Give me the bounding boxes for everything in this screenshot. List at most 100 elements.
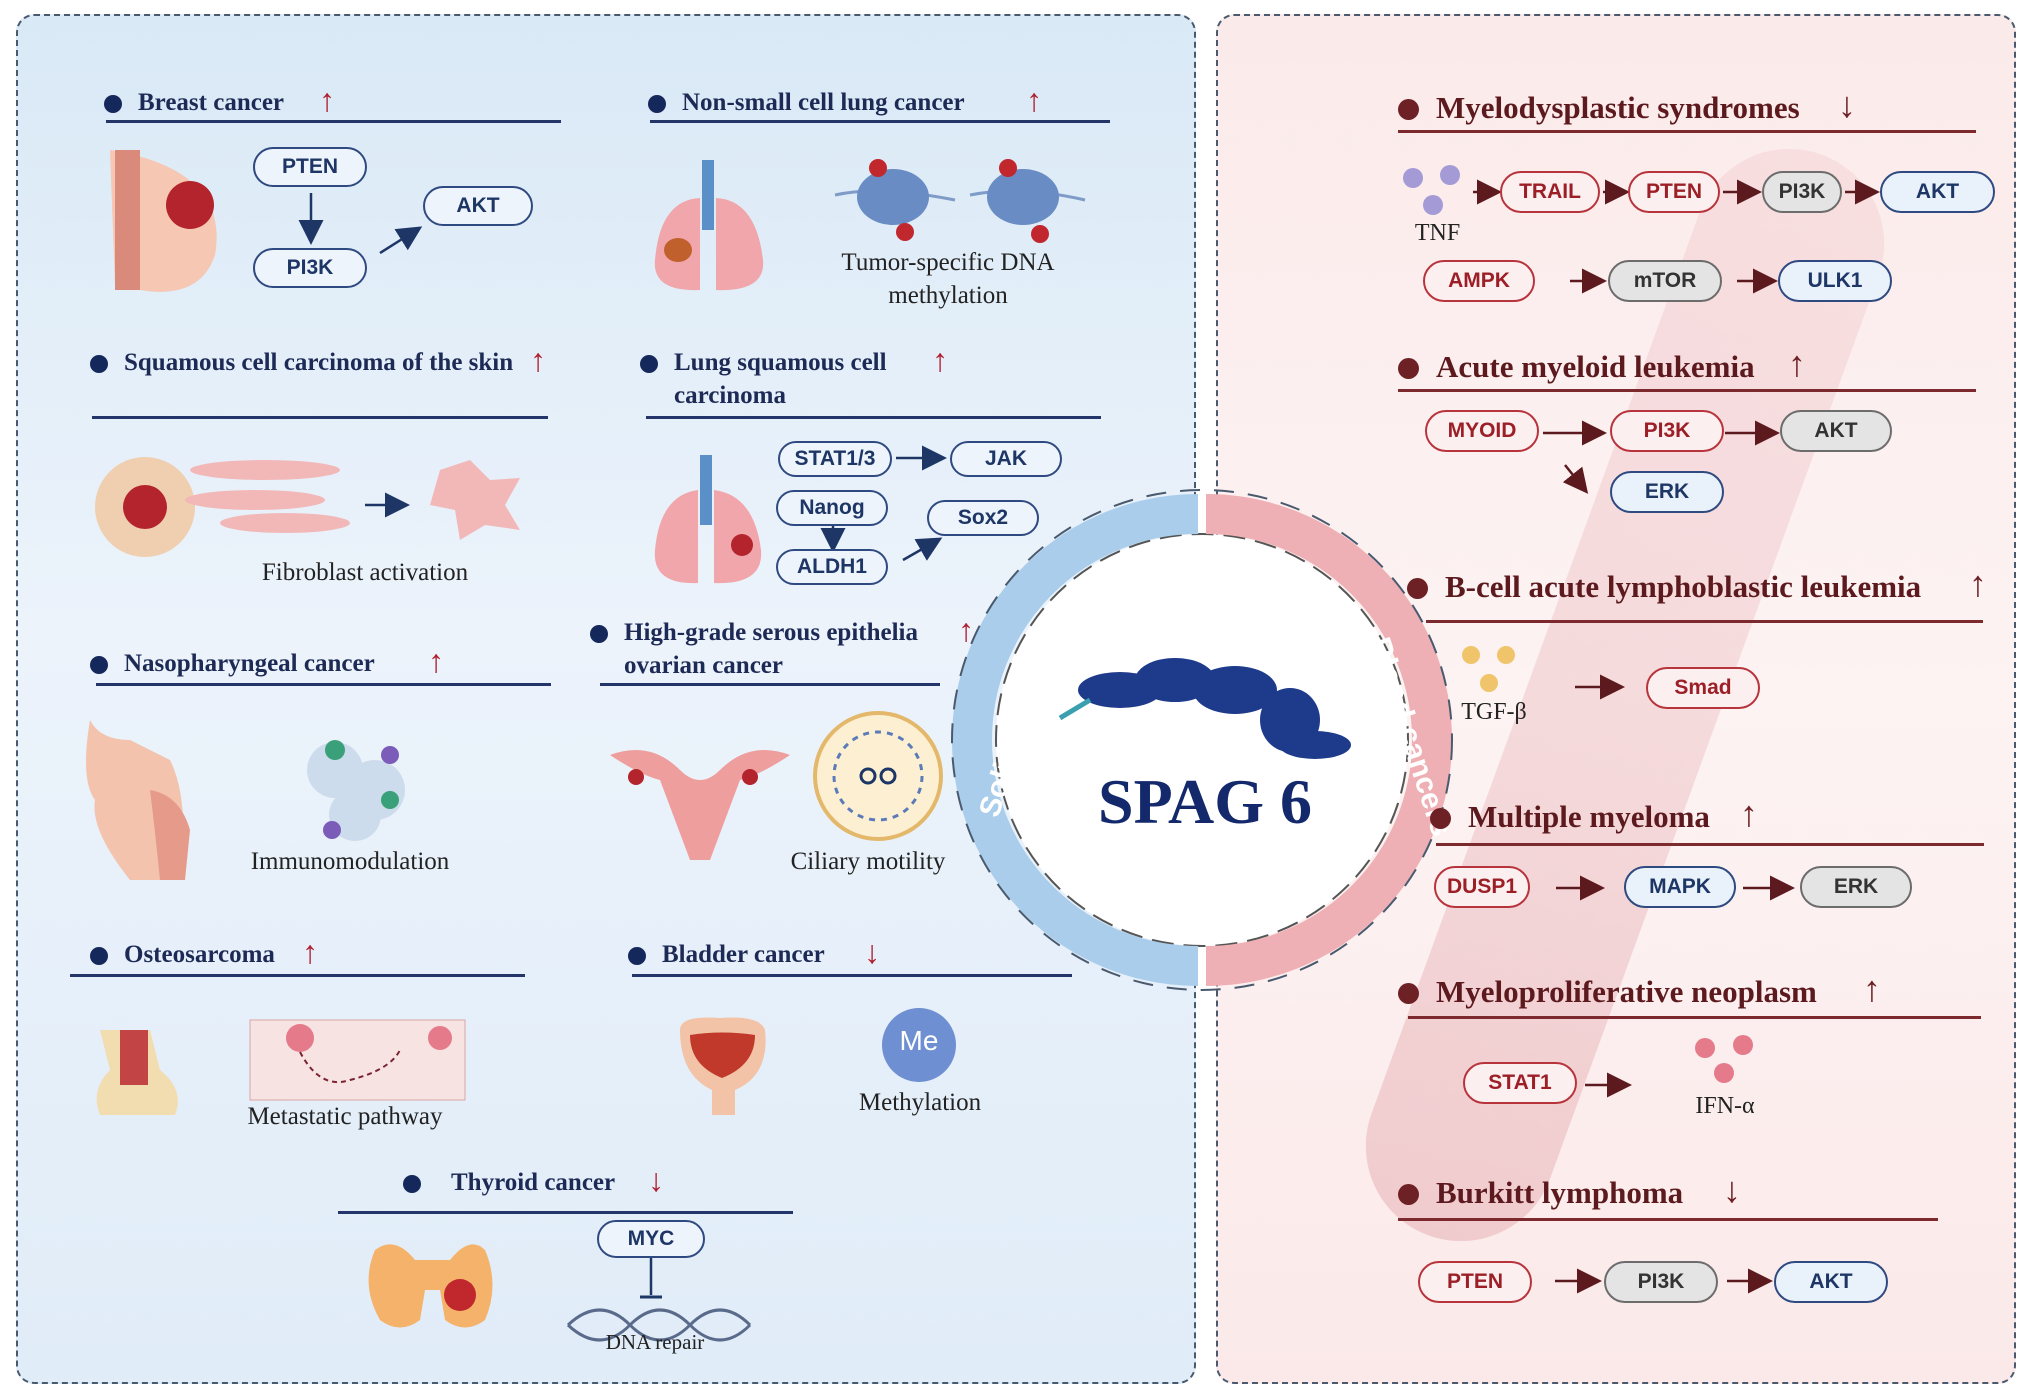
caption-immunomodulation: Immunomodulation [250,848,450,875]
caption-dna-methylation: Tumor-specific DNA methylation [841,249,1055,309]
thyroid-illustration [368,1244,493,1328]
dna-methylation-illustration [834,159,1086,243]
uterus-illustration [610,750,790,860]
bullet-icon [90,355,108,373]
node-akt: AKT [1780,410,1892,452]
nasopharynx-illustration [86,720,190,880]
caption-ciliary-motility: Ciliary motility [790,848,946,875]
up-arrow-icon: ↑ [1788,344,1806,384]
bullet-icon [1398,1184,1419,1205]
lung-illustration [654,160,764,291]
fibroblast-illustration [185,460,520,540]
bullet-icon [628,947,646,965]
divider [1436,843,1984,846]
up-arrow-icon: ↑ [302,934,318,970]
node-aldh1: ALDH1 [776,549,888,585]
cilia-illustration [813,711,943,841]
node-pten: PTEN [253,147,367,187]
node-mtor: mTOR [1608,260,1722,302]
protein-structure-illustration [1058,658,1351,759]
node-pi3k: PI3K [253,248,367,288]
up-arrow-icon: ↑ [428,643,444,679]
methylation-badge-circle [882,1008,956,1082]
divider [1398,389,1976,392]
up-arrow-icon: ↑ [932,342,948,378]
node-stat1: STAT1 [1463,1062,1577,1104]
divider [646,416,1101,419]
bullet-icon [640,355,658,373]
caption-methylation: Methylation [858,1089,982,1116]
up-arrow-icon: ↑ [319,82,335,118]
methylation-badge-label: Me [899,1025,939,1056]
divider [1398,130,1976,133]
caption-dna-repair: DNA repair [605,1330,705,1354]
node-sox2: Sox2 [927,500,1039,536]
node-akt: AKT [1880,171,1995,213]
divider [96,683,551,686]
divider [338,1211,793,1214]
node-jak: JAK [950,441,1062,477]
divider [1426,620,1983,623]
dna-helix-illustration [566,1308,752,1342]
tnf-ligand-icon [1403,165,1460,215]
up-arrow-icon: ↑ [1026,82,1042,118]
node-nanog: Nanog [776,490,888,526]
node-pten: PTEN [1628,171,1720,213]
bullet-icon [648,95,666,113]
bullet-icon [1407,578,1428,599]
divider [92,416,548,419]
node-trail: TRAIL [1500,171,1600,213]
node-ampk: AMPK [1423,260,1535,302]
up-arrow-icon: ↑ [958,612,974,648]
bullet-icon [403,1175,421,1193]
divider [1408,1016,1981,1019]
node-erk: ERK [1610,471,1724,513]
breast-illustration [110,150,217,292]
bullet-icon [90,656,108,674]
up-arrow-icon: ↑ [1969,564,1987,604]
bullet-icon [90,947,108,965]
node-smad: Smad [1646,667,1760,709]
node-pten: PTEN [1418,1261,1532,1303]
bullet-icon [1398,983,1419,1004]
bullet-icon [1398,99,1419,120]
ligand-tnf: TNF [1414,220,1461,246]
lung-scc-illustration [654,455,762,584]
bone-illustration [96,1030,178,1115]
node-myc: MYC [597,1220,705,1258]
divider [70,974,525,977]
caption-fibroblast-activation: Fibroblast activation [261,559,469,586]
down-arrow-icon: ↓ [1723,1170,1741,1210]
up-arrow-icon: ↑ [1740,794,1758,834]
divider [600,683,940,686]
down-arrow-icon: ↓ [1838,85,1856,125]
caption-metastatic-pathway: Metastatic pathway [247,1103,443,1130]
node-akt: AKT [1774,1261,1888,1303]
node-pi3k: PI3K [1762,171,1842,213]
up-arrow-icon: ↑ [1863,969,1881,1009]
down-arrow-icon: ↓ [864,934,880,970]
metastasis-illustration [249,1019,466,1101]
node-akt: AKT [423,186,533,226]
node-pi3k: PI3K [1604,1261,1718,1303]
bullet-icon [590,625,608,643]
bladder-illustration [680,1017,766,1115]
bullet-icon [1430,808,1451,829]
skin-lesion-illustration [95,457,195,557]
ifn-alpha-ligand-icon [1695,1035,1753,1083]
immune-cells-illustration [307,740,405,841]
node-pi3k: PI3K [1610,410,1724,452]
ligand-tgf-beta: TGF-β [1461,699,1527,725]
bullet-icon [1398,358,1419,379]
node-myoid: MYOID [1425,410,1539,452]
node-dusp1: DUSP1 [1434,866,1530,908]
ligand-ifn-alpha: IFN-α [1695,1093,1755,1119]
spag6-center [951,489,1453,991]
node-ulk1: ULK1 [1778,260,1892,302]
down-arrow-icon: ↓ [648,1162,664,1198]
divider [1398,1218,1938,1221]
divider [106,120,561,123]
node-stat1-3: STAT1/3 [778,441,892,477]
center-title: SPAG 6 [1098,766,1312,837]
divider [632,974,1072,977]
